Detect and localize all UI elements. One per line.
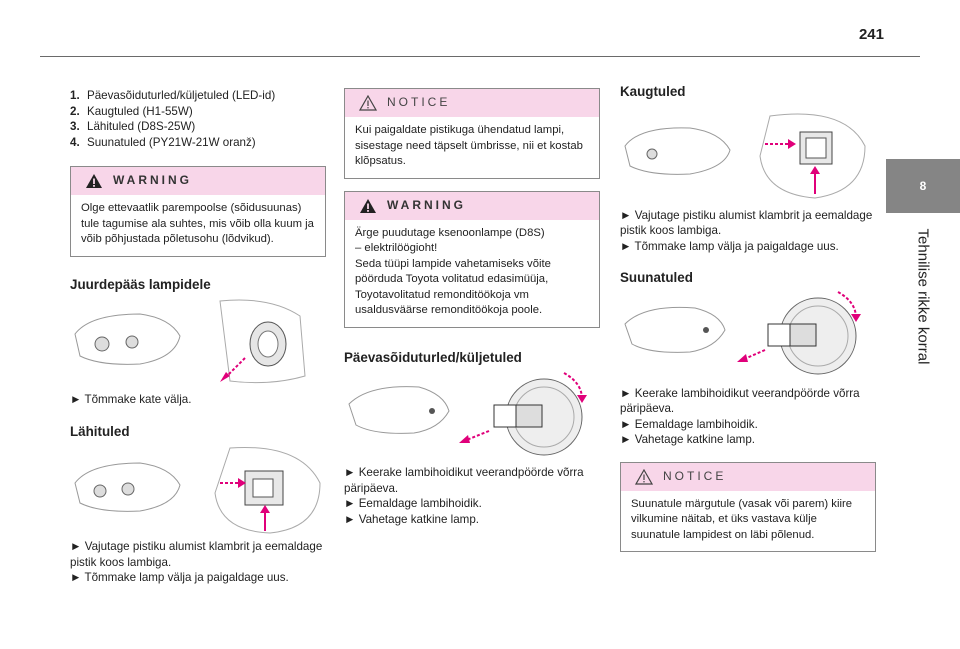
low-beam-heading: Lähituled	[70, 423, 130, 439]
notice-icon	[635, 468, 653, 485]
warning-text: Olge ettevaatlik parempoolse (sõidusuuna…	[81, 202, 314, 245]
access-step: ► Tõmmake kate välja.	[70, 393, 192, 406]
turn-signal-steps: ► Keerake lambihoidikut veerandpöörde võ…	[620, 386, 860, 447]
notice-header: NOTICE	[345, 89, 599, 117]
warning-icon	[86, 174, 102, 188]
notice-text: Suunatule märgutule (vasak või parem) ki…	[631, 497, 853, 541]
notice-box: NOTICE Kui paigaldate pistikuga ühendatu…	[344, 88, 600, 179]
lamp-list: 1.Päevasõiduturled/küljetuled (LED-id) 2…	[70, 88, 326, 150]
warning-header: WARNING	[345, 191, 599, 220]
list-item: 4.Suunatuled (PY21W-21W oranž)	[70, 135, 256, 149]
column-3: Kaugtuled ► Vajutage pistiku alumist kla…	[620, 84, 876, 552]
warning-header: WARNING	[71, 167, 325, 195]
warning-box: WARNING Olge ettevaatlik parempoolse (sõ…	[70, 166, 326, 257]
turn-signal-illustration	[624, 290, 861, 374]
column-2: NOTICE Kui paigaldate pistikuga ühendatu…	[344, 88, 600, 527]
access-heading: Juurdepääs lampidele	[70, 276, 211, 292]
high-beam-steps: ► Vajutage pistiku alumist klambrit ja e…	[620, 208, 873, 253]
high-beam-heading: Kaugtuled	[620, 84, 686, 99]
low-beam-steps: ► Vajutage pistiku alumist klambrit ja e…	[70, 540, 323, 584]
page-number: 241	[858, 26, 884, 43]
chapter-tab[interactable]: 8	[886, 159, 960, 213]
high-beam-illustration	[624, 113, 866, 199]
chapter-number: 8	[919, 179, 927, 193]
list-item: 2.Kaugtuled (H1-55W)	[70, 104, 193, 118]
notice-icon	[359, 95, 377, 111]
chapter-title: Tehnilise rikke korral	[886, 216, 960, 376]
list-item: 3.Lähituled (D8S-25W)	[70, 120, 196, 133]
warning-icon	[360, 198, 376, 213]
drl-steps: ► Keerake lambihoidikut veerandpöörde võ…	[344, 466, 584, 526]
turn-signal-heading: Suunatuled	[620, 270, 693, 285]
warning-box: WARNING Ärge puudutage ksenoonlampe (D8S…	[344, 190, 600, 328]
header-rule	[40, 56, 920, 57]
headlamp-cover-illustration	[74, 299, 306, 384]
drl-illustration	[348, 372, 587, 456]
drl-heading: Päevasõiduturled/küljetuled	[344, 349, 522, 365]
list-item: 1.Päevasõiduturled/küljetuled (LED-id)	[70, 89, 276, 102]
warning-text: Ärge puudutage ksenoonlampe (D8S) – elek…	[355, 226, 551, 317]
low-beam-illustration	[74, 446, 321, 534]
chapter-title-text: Tehnilise rikke korral	[914, 228, 932, 364]
notice-text: Kui paigaldate pistikuga ühendatud lampi…	[355, 124, 583, 167]
notice-header: NOTICE	[621, 462, 875, 491]
notice-box: NOTICE Suunatule märgutule (vasak või pa…	[620, 461, 876, 552]
column-1: 1.Päevasõiduturled/küljetuled (LED-id) 2…	[70, 88, 326, 586]
